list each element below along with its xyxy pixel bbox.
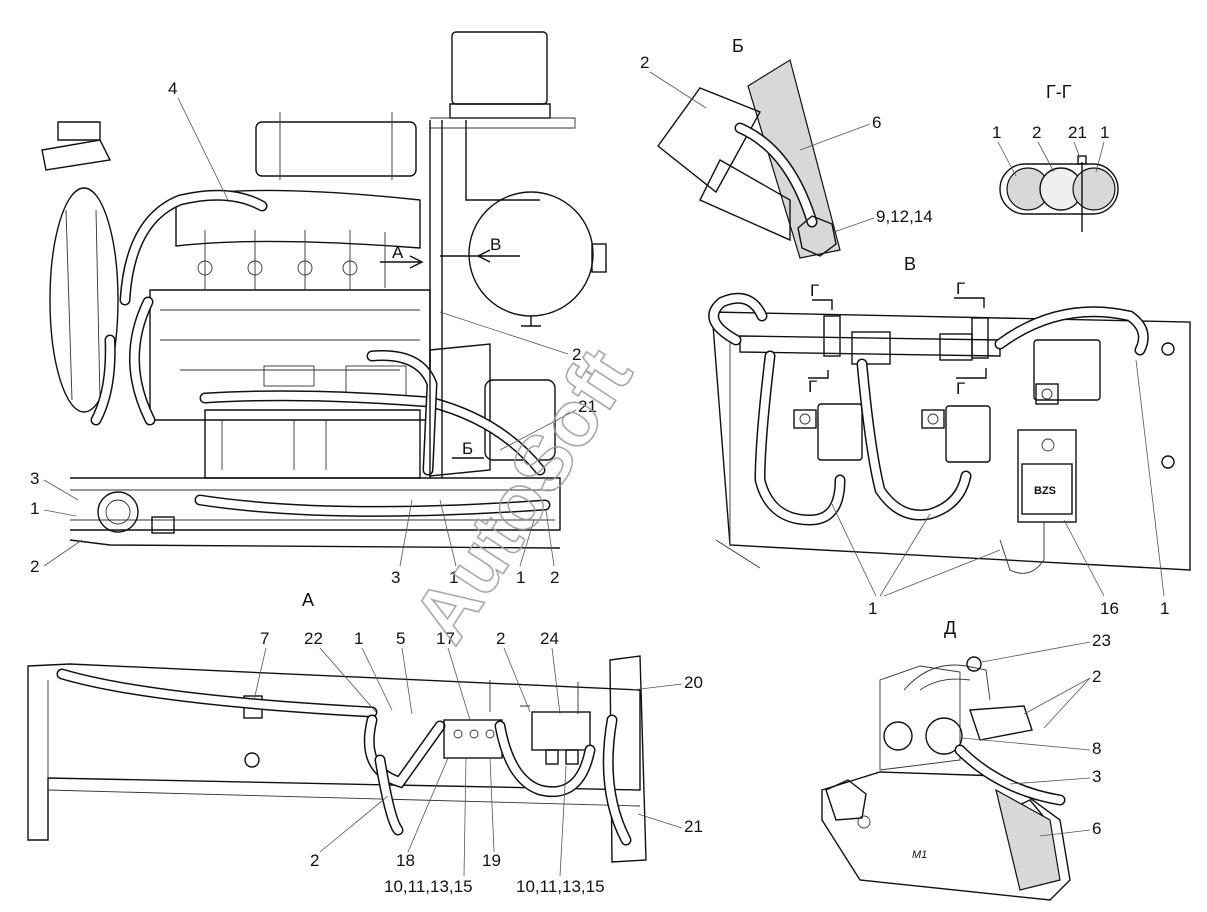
view-a-label-24: 24 <box>540 629 559 648</box>
label-3: 3 <box>30 469 39 488</box>
engine-main-view <box>41 31 607 549</box>
view-a-label-22: 22 <box>304 629 323 648</box>
view-b-label-9-12-14: 9,12,14 <box>876 207 933 226</box>
label-2b: 2 <box>550 568 559 587</box>
view-v-label-1: 1 <box>868 599 877 618</box>
view-d-label-23: 23 <box>1092 631 1111 650</box>
view-a-label-17: 17 <box>436 629 455 648</box>
view-d-label-6: 6 <box>1092 819 1101 838</box>
view-b-label-6: 6 <box>872 113 881 132</box>
section-gg-label-2: 2 <box>1032 123 1041 142</box>
section-gg-label-21: 21 <box>1068 123 1087 142</box>
view-v-title: В <box>904 254 916 274</box>
view-d-label-2: 2 <box>1092 667 1101 686</box>
section-gg-title: Г-Г <box>1046 82 1072 102</box>
view-v-label-16: 16 <box>1100 599 1119 618</box>
view-a-title: А <box>302 590 314 610</box>
view-a-label-5: 5 <box>396 629 405 648</box>
view-a-label-21: 21 <box>684 817 703 836</box>
view-a-label-7: 7 <box>260 629 269 648</box>
view-a-label-2: 2 <box>496 629 505 648</box>
label-1: 1 <box>30 499 39 518</box>
section-mark-g2: Г <box>956 279 965 298</box>
view-a-label-1: 1 <box>354 629 363 648</box>
view-d-label-8: 8 <box>1092 739 1101 758</box>
bzs-label: BZS <box>1034 485 1056 497</box>
view-b: Б 2 6 9,12,14 <box>640 36 933 259</box>
label-3b: 3 <box>391 568 400 587</box>
engine-main-labels: 4 3 1 2 3 1 1 2 21 2 A B Б <box>30 79 597 587</box>
view-a-label-10-11-13-15: 10,11,13,15 <box>384 877 473 896</box>
view-d-mark: M1 <box>912 849 927 861</box>
view-a-label-10-11-13-15b: 10,11,13,15 <box>516 877 605 896</box>
label-4: 4 <box>168 79 177 98</box>
section-mark-g1: Г <box>810 281 819 300</box>
arrow-label-b: Б <box>462 439 473 458</box>
section-gg-label-1b: 1 <box>1100 123 1109 142</box>
arrow-label-v: B <box>490 235 501 254</box>
section-gg: Г-Г 1 2 21 1 <box>992 82 1119 232</box>
section-gg-label-1: 1 <box>992 123 1001 142</box>
label-2: 2 <box>30 557 39 576</box>
view-a-label-19: 19 <box>482 851 501 870</box>
section-mark-g4: Г <box>956 379 965 398</box>
view-v: В BZS Г Г Г Г <box>708 254 1191 618</box>
label-1b: 1 <box>449 568 458 587</box>
view-d: Д M1 23 2 8 3 6 <box>821 618 1111 901</box>
view-a-label-18: 18 <box>396 851 415 870</box>
view-v-label-1b: 1 <box>1160 599 1169 618</box>
view-d-label-3: 3 <box>1092 767 1101 786</box>
view-a-label-20: 20 <box>684 673 703 692</box>
view-b-label-2: 2 <box>640 53 649 72</box>
view-d-title: Д <box>944 618 956 638</box>
label-2-right: 2 <box>572 345 581 364</box>
view-a-label-2b: 2 <box>310 851 319 870</box>
label-1c: 1 <box>516 568 525 587</box>
view-a: А 7 22 1 5 17 2 24 <box>27 590 703 896</box>
label-21: 21 <box>578 397 597 416</box>
view-b-title: Б <box>732 36 744 56</box>
arrow-label-a: A <box>392 243 404 262</box>
section-mark-g3: Г <box>808 377 817 396</box>
